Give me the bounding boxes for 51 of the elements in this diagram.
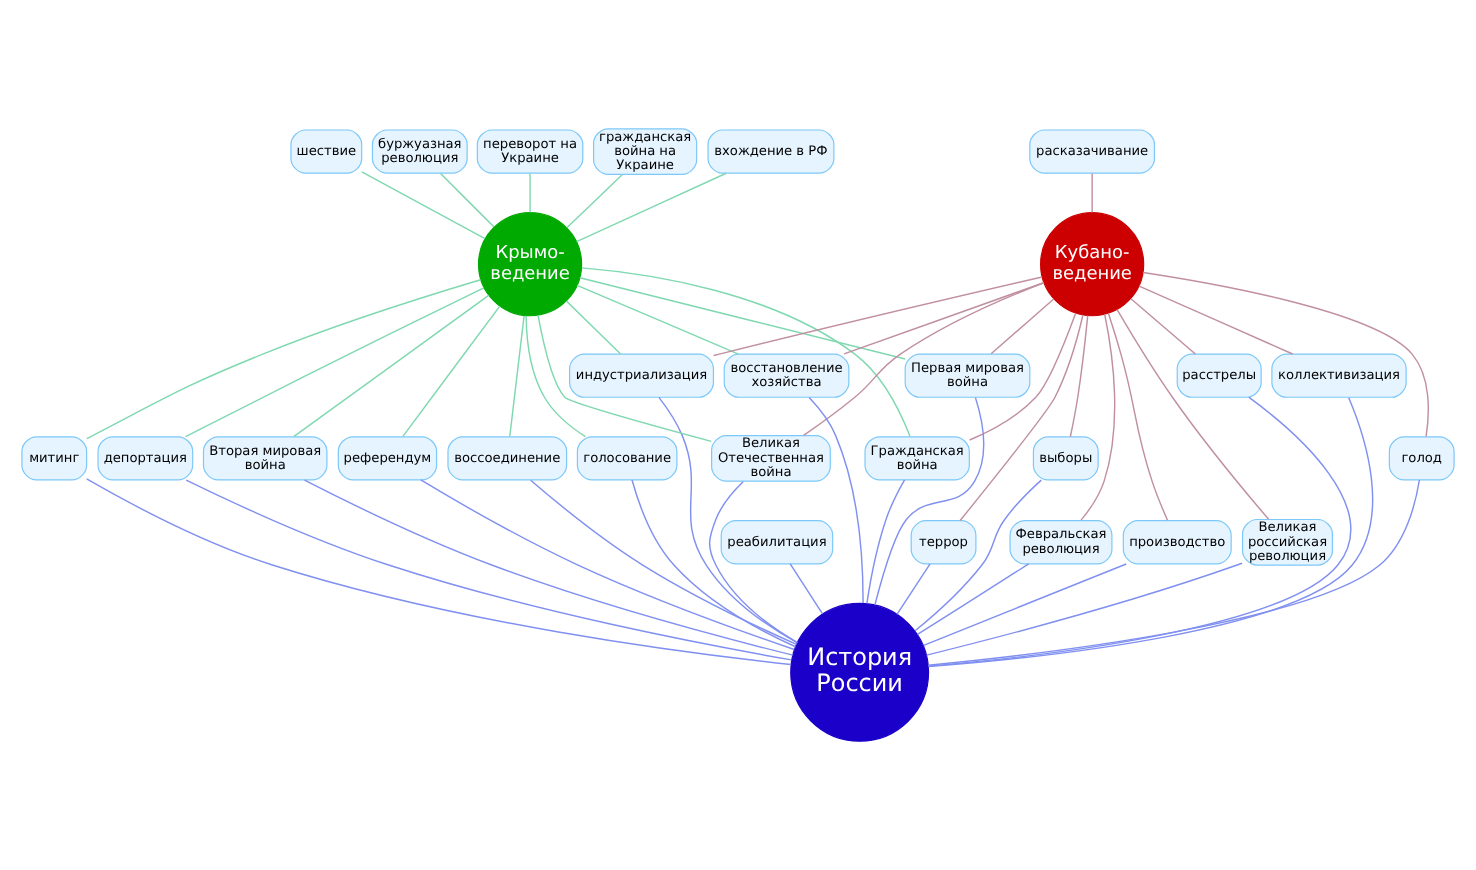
connector <box>843 281 1045 355</box>
node-circle: История России <box>790 602 930 742</box>
connector <box>1142 271 1429 438</box>
connector <box>1107 312 1169 521</box>
connector <box>85 478 792 666</box>
connector <box>925 562 1243 656</box>
connector <box>658 396 798 644</box>
connector <box>529 172 531 214</box>
connector <box>537 314 712 443</box>
connector <box>927 479 1421 666</box>
connector <box>565 300 622 355</box>
connector <box>566 173 624 229</box>
connector <box>1138 285 1294 355</box>
connector <box>923 563 1127 647</box>
connector <box>576 284 740 355</box>
connector <box>874 396 985 606</box>
node-circle: Кубано- ведение <box>1040 212 1145 317</box>
connector <box>509 315 525 438</box>
connector <box>575 172 727 243</box>
connector <box>789 563 824 615</box>
connector <box>1130 298 1197 355</box>
connector <box>184 287 485 438</box>
connector <box>439 172 495 228</box>
connector <box>529 479 798 646</box>
connector <box>292 294 490 438</box>
connector <box>1091 172 1093 214</box>
node-circle: Крымо- ведение <box>477 212 583 317</box>
connector <box>914 479 1042 632</box>
connector <box>916 563 1030 636</box>
connector <box>420 479 795 651</box>
connector <box>581 267 911 438</box>
connector <box>802 282 1045 437</box>
connector <box>303 479 794 656</box>
connector <box>525 314 587 438</box>
connector <box>86 279 482 440</box>
connector <box>1116 308 1270 521</box>
connector <box>866 479 906 605</box>
connector <box>990 298 1055 355</box>
connector <box>808 396 864 604</box>
connector <box>968 312 1077 441</box>
connector <box>712 276 1043 357</box>
connector <box>402 305 501 438</box>
connector <box>959 314 1084 522</box>
connector <box>1080 313 1116 521</box>
connector <box>1069 314 1089 438</box>
connector <box>579 277 906 360</box>
connector <box>631 479 797 648</box>
connector <box>361 171 486 240</box>
connector <box>896 563 931 615</box>
connector <box>708 480 799 644</box>
connector <box>185 479 793 661</box>
